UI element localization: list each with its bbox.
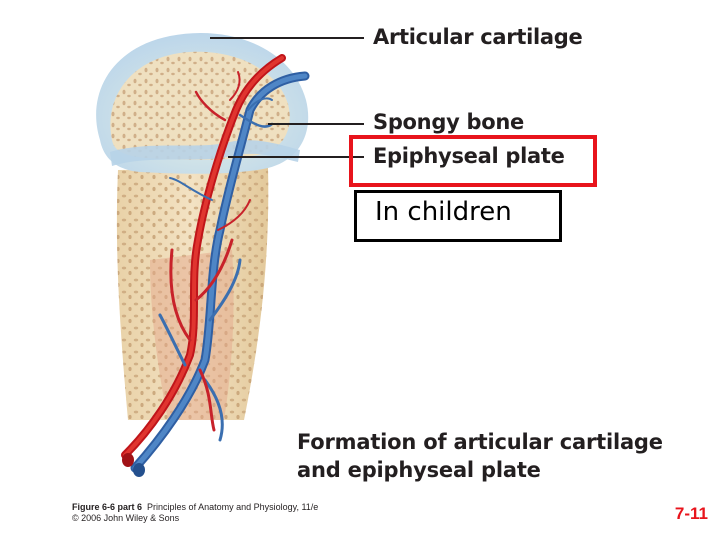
vessel-cut-artery: [122, 453, 134, 467]
book-title: Principles of Anatomy and Physiology, 11…: [147, 502, 319, 512]
epiphyseal-plate-band: [110, 140, 300, 166]
caption-line-2: and epiphyseal plate: [297, 458, 541, 482]
copyright: © 2006 John Wiley & Sons: [72, 513, 180, 523]
label-articular-cartilage: Articular cartilage: [373, 25, 583, 49]
slide-number: 7-11: [674, 504, 708, 523]
leader-lines: [210, 37, 364, 158]
figure-ref: Figure 6-6 part 6: [72, 502, 143, 512]
caption-line-1: Formation of articular cartilage: [297, 430, 663, 454]
vessel-cut-vein: [133, 463, 145, 477]
label-spongy-bone: Spongy bone: [373, 110, 524, 134]
figure-credit: Figure 6-6 part 6 Principles of Anatomy …: [72, 503, 318, 512]
highlight-box: [349, 135, 597, 187]
artery-main-inner: [123, 56, 284, 457]
annotation-box: [354, 190, 562, 242]
label-epiphyseal-plate: Epiphyseal plate: [373, 144, 565, 168]
annotation-in-children: In children: [375, 197, 512, 227]
blood-vessels: [121, 54, 310, 473]
